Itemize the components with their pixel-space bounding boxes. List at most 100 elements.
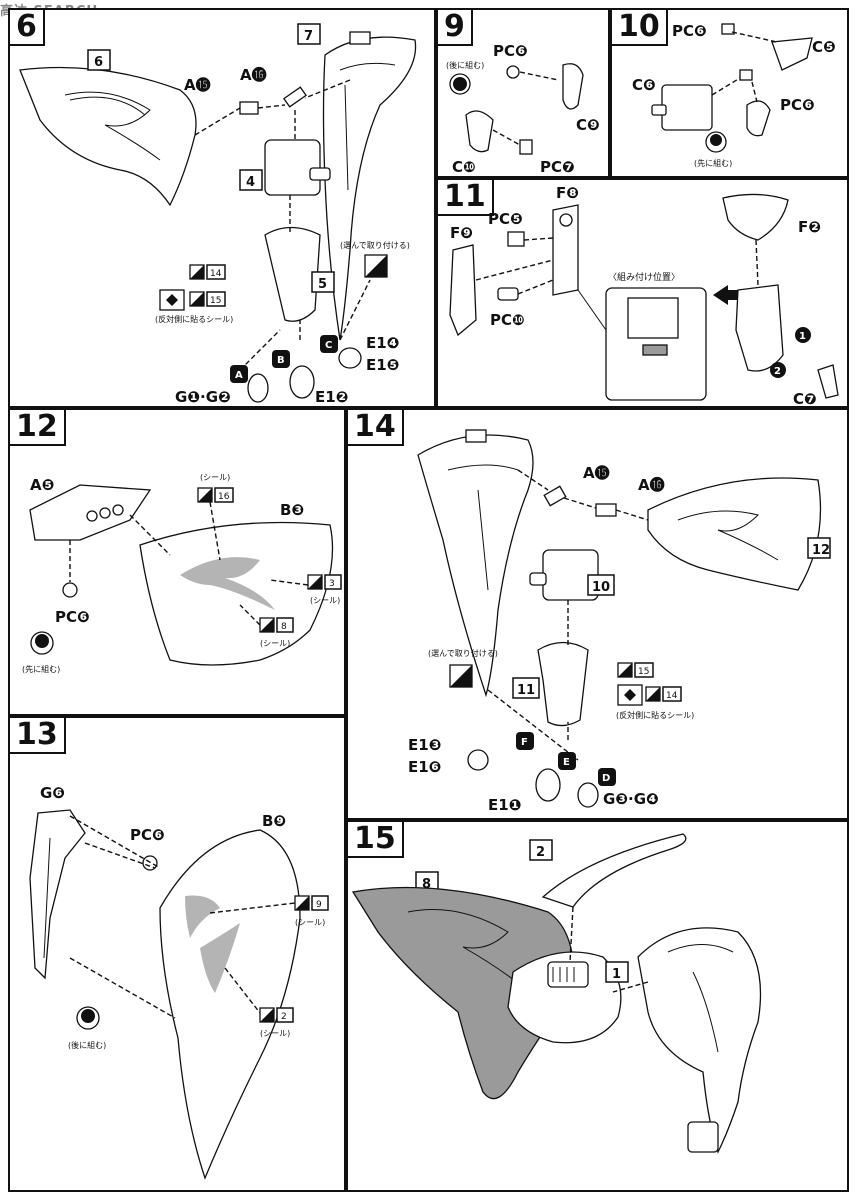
step-15-panel: 15 8 2 1 <box>346 820 849 1192</box>
option-e-label: E <box>563 757 570 768</box>
step-number: 10 <box>612 10 668 46</box>
shaded-wing-8 <box>351 886 575 1100</box>
option-d-label: D <box>602 773 610 784</box>
step-6-panel: 6 6 7 A⓯ A⓰ 4 5 (選んで取り付ける) <box>8 8 436 408</box>
step-11-panel: 11 F❽ F❾ PC❺ PC❿ 〈組み付け位置〉 F❷ 1 2 C❼ <box>436 178 849 408</box>
wing-part <box>19 66 197 207</box>
part-number: 2 <box>536 845 545 860</box>
seal-3: 3 <box>329 579 335 589</box>
label-pce: PC❺ <box>488 210 523 228</box>
label-a5: A❺ <box>30 476 54 494</box>
poly-cap <box>506 65 520 79</box>
label-a16: A⓰ <box>638 476 665 494</box>
seal-15: 15 <box>210 296 221 306</box>
frame-part-g6 <box>29 809 86 980</box>
label-c10: C❿ <box>452 158 476 176</box>
step-number: 11 <box>438 180 494 216</box>
part-box-7 <box>297 23 321 45</box>
step-6-diagram: 6 7 A⓯ A⓰ 4 5 (選んで取り付ける) 14 <box>19 23 417 406</box>
seal-2-note: (シール) <box>260 1029 290 1038</box>
label-f9: F❾ <box>450 224 473 242</box>
step-14-panel: 14 A⓯ A⓰ 12 10 11 (選んで取り付ける) 15 14 (反対側に… <box>346 408 849 820</box>
seal-9-note: (シール) <box>295 918 325 927</box>
step-1-label: 1 <box>799 331 806 342</box>
label-e13: E1❸ <box>408 736 441 754</box>
label-pcc: PC❻ <box>55 608 90 626</box>
note-later: (後に組む) <box>68 1040 106 1050</box>
leg-assembly <box>735 284 784 372</box>
hand-d <box>577 782 599 808</box>
label-c5: C❺ <box>812 38 836 56</box>
part-box-2 <box>529 839 553 861</box>
poly-cap-g <box>519 139 533 155</box>
later-icon <box>81 1009 95 1023</box>
hand-joint <box>746 100 771 137</box>
poly-cap-c <box>62 582 78 598</box>
body-part-c6 <box>661 84 713 131</box>
right-shield <box>637 927 762 1154</box>
seal-16: 16 <box>218 492 230 502</box>
step-10-panel: 10 PC❻ C❺ C❻ PC❻ (先に組む) <box>610 8 849 178</box>
shield-part-b9 <box>159 829 301 1180</box>
seal-14: 14 <box>210 269 222 279</box>
seal-15: 15 <box>638 667 649 677</box>
note-first: (先に組む) <box>22 664 60 674</box>
part-number: 8 <box>422 877 431 892</box>
hand-a <box>247 373 269 403</box>
label-b9: B❾ <box>262 812 286 830</box>
label-a15: A⓯ <box>184 76 211 94</box>
seal-14: 14 <box>666 691 678 701</box>
label-c7: C❼ <box>793 390 817 408</box>
label-pcc: PC❻ <box>130 826 165 844</box>
label-e15: E1❺ <box>366 356 399 374</box>
step-number: 6 <box>10 10 45 46</box>
shoulder-part-c5 <box>771 37 813 71</box>
note-opposite: (反対側に貼るシール) <box>616 710 694 720</box>
label-g1g2: G❶·G❷ <box>175 388 231 406</box>
hand-b <box>289 365 315 399</box>
label-pcf-bottom: PC❻ <box>780 96 815 114</box>
part-box-11 <box>512 677 540 699</box>
part-box-4 <box>239 169 263 191</box>
label-g3g4: G❸·G❹ <box>603 790 659 808</box>
seal-3-note: (シール) <box>310 596 340 605</box>
leg-part-f9 <box>449 244 477 337</box>
note-choose: (選んで取り付ける) <box>428 648 498 658</box>
part-number: 1 <box>612 967 621 982</box>
option-d-badge <box>598 768 616 786</box>
note-first: (先に組む) <box>694 158 732 168</box>
joint-a16 <box>595 503 617 517</box>
option-a-label: A <box>235 370 243 381</box>
step-number: 14 <box>348 410 404 446</box>
option-c-badge <box>320 335 338 353</box>
label-c6: C❻ <box>632 76 656 94</box>
step-number: 12 <box>10 410 66 446</box>
label-e16: E1❻ <box>408 758 441 776</box>
part-number: 5 <box>318 277 327 292</box>
option-b-label: B <box>277 355 285 366</box>
label-b3: B❸ <box>280 501 304 519</box>
option-a-badge <box>230 365 248 383</box>
step-13-panel: 13 G❻ PC❻ B❾ 9 (シール) 2 (シール) (後に組む) <box>8 716 346 1192</box>
shaded-slot <box>642 344 668 356</box>
step-10-diagram: PC❻ C❺ C❻ PC❻ (先に組む) <box>632 22 836 168</box>
seal-8: 8 <box>281 622 287 632</box>
arm-part-c9 <box>562 63 584 110</box>
label-pcg: PC❼ <box>540 158 575 176</box>
wing-part-12 <box>647 477 822 591</box>
part-number: 4 <box>246 175 255 190</box>
part-number: 10 <box>592 580 610 595</box>
label-c9: C❾ <box>576 116 600 134</box>
hand-e <box>535 768 561 802</box>
label-e11: E1❶ <box>488 796 521 814</box>
leg-part-5 <box>264 226 321 322</box>
part-box-1 <box>605 961 629 983</box>
hand-c <box>338 347 362 369</box>
step-11-diagram: F❽ F❾ PC❺ PC❿ 〈組み付け位置〉 F❷ 1 2 C❼ <box>449 184 839 408</box>
seal-2: 2 <box>281 1012 287 1022</box>
label-e14: E1❹ <box>366 334 399 352</box>
label-e12: E1❷ <box>315 388 348 406</box>
first-icon <box>710 134 722 146</box>
step-9-panel: 9 PC❻ C❾ (後に組む) C❿ PC❼ <box>436 8 610 178</box>
part-number: 11 <box>517 683 535 698</box>
